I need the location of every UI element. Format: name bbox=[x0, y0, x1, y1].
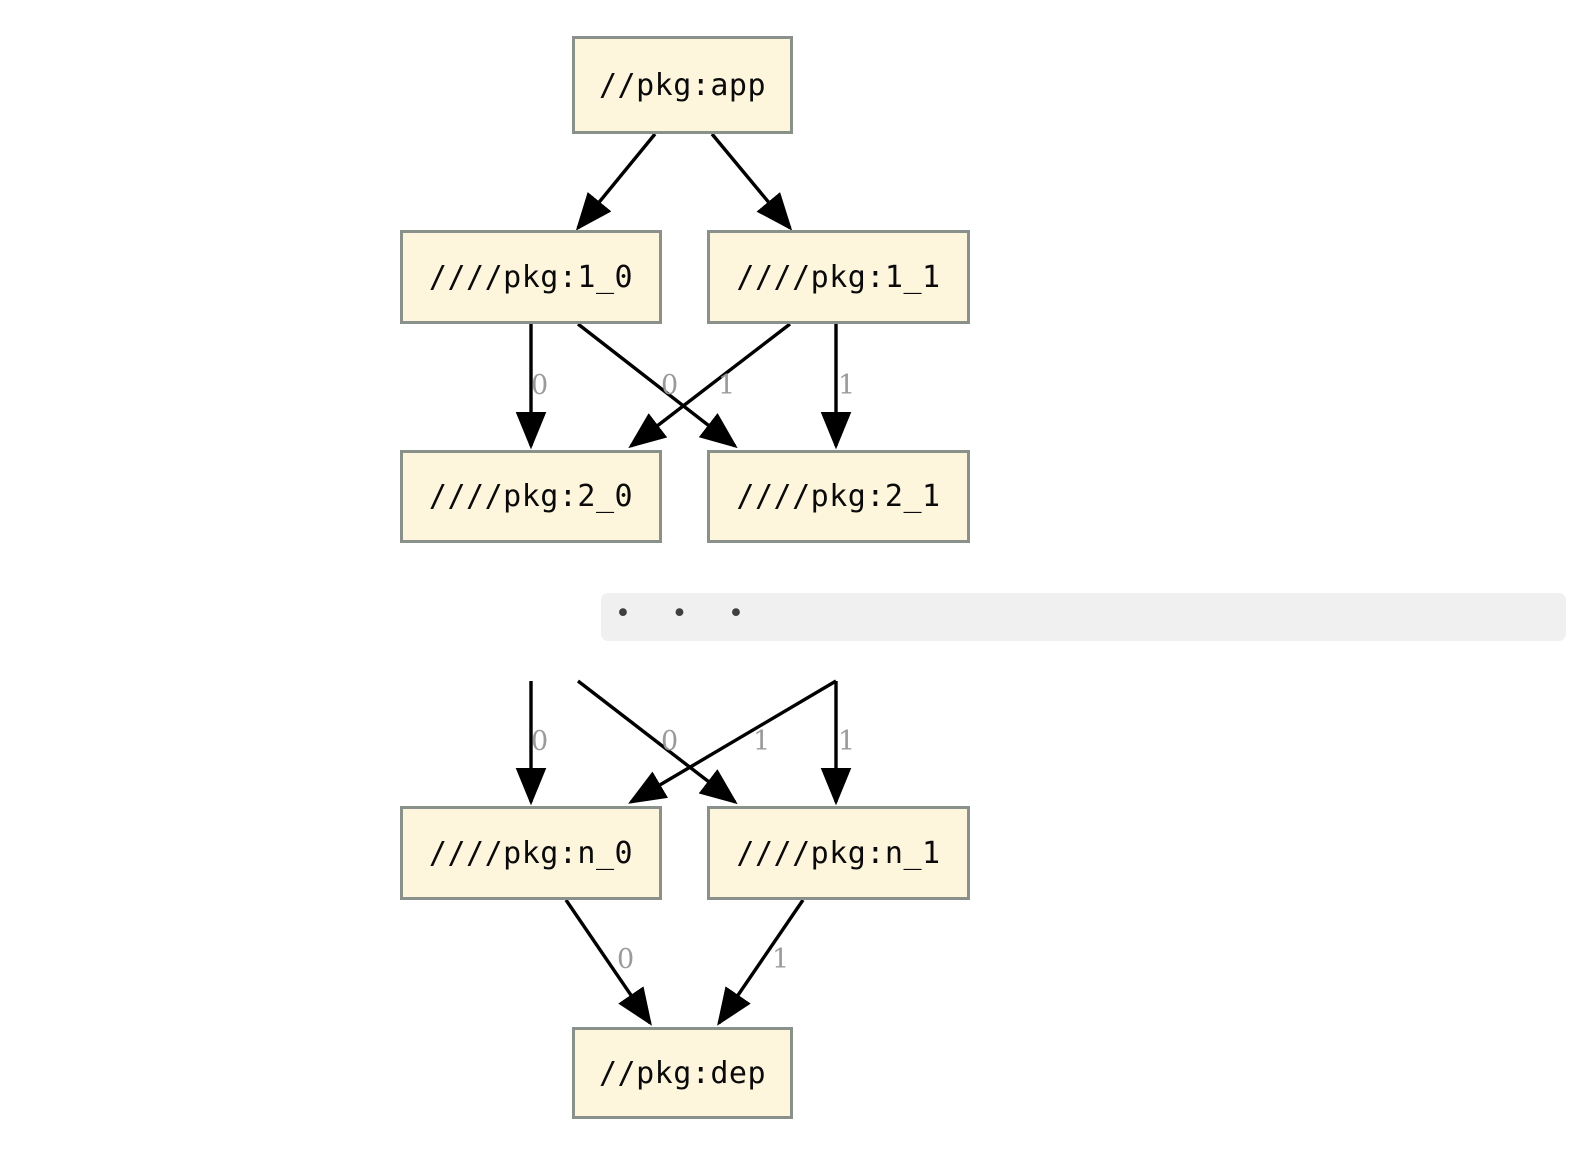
node-l1_1[interactable]: ////pkg:1_1 bbox=[707, 230, 970, 324]
edge-app-to-l1_1 bbox=[710, 132, 793, 231]
node-ln_0[interactable]: ////pkg:n_0 bbox=[400, 806, 662, 900]
node-label: ////pkg:2_1 bbox=[736, 479, 941, 514]
edge-l1_0-to-l2_1 bbox=[576, 322, 738, 449]
ellipsis-band: • • • bbox=[601, 593, 1566, 641]
edges-group bbox=[515, 132, 852, 1026]
edge-ln_0-to-dep bbox=[564, 899, 652, 1026]
node-l1_0[interactable]: ////pkg:1_0 bbox=[400, 230, 662, 324]
node-l2_0[interactable]: ////pkg:2_0 bbox=[400, 450, 662, 543]
node-label: ////pkg:n_0 bbox=[428, 835, 634, 871]
edge-label: 1 bbox=[772, 944, 790, 975]
node-app[interactable]: //pkg:app bbox=[572, 36, 793, 134]
node-label: ////pkg:n_1 bbox=[736, 835, 941, 871]
node-dep[interactable]: //pkg:dep bbox=[572, 1027, 793, 1119]
edge-label: 0 bbox=[531, 370, 549, 401]
edge-l1_1-to-l2_0 bbox=[628, 322, 792, 449]
node-l2_1[interactable]: ////pkg:2_1 bbox=[707, 450, 970, 543]
edge-label: 0 bbox=[531, 726, 549, 757]
edge-upstream-to-ln_0 bbox=[628, 679, 837, 804]
edge-label: 0 bbox=[661, 726, 679, 757]
edge-label: 1 bbox=[838, 726, 856, 757]
edge-upstream-to-ln_1 bbox=[576, 679, 738, 805]
node-label: ////pkg:1_1 bbox=[736, 259, 941, 295]
edge-label: 0 bbox=[617, 944, 635, 975]
edge-app-to-l1_0 bbox=[575, 132, 657, 231]
edge-label: 1 bbox=[838, 370, 856, 401]
node-label: ////pkg:2_0 bbox=[428, 479, 634, 514]
node-label: //pkg:dep bbox=[598, 1055, 767, 1091]
edge-label: 1 bbox=[753, 726, 771, 757]
edge-ln_1-to-dep bbox=[717, 899, 805, 1026]
node-ln_1[interactable]: ////pkg:n_1 bbox=[707, 806, 970, 900]
node-label: ////pkg:1_0 bbox=[428, 259, 634, 295]
edge-label: 0 bbox=[661, 370, 679, 401]
node-label: //pkg:app bbox=[598, 67, 767, 103]
edge-label: 1 bbox=[718, 370, 736, 401]
ellipsis-dots: • • • bbox=[615, 597, 760, 629]
